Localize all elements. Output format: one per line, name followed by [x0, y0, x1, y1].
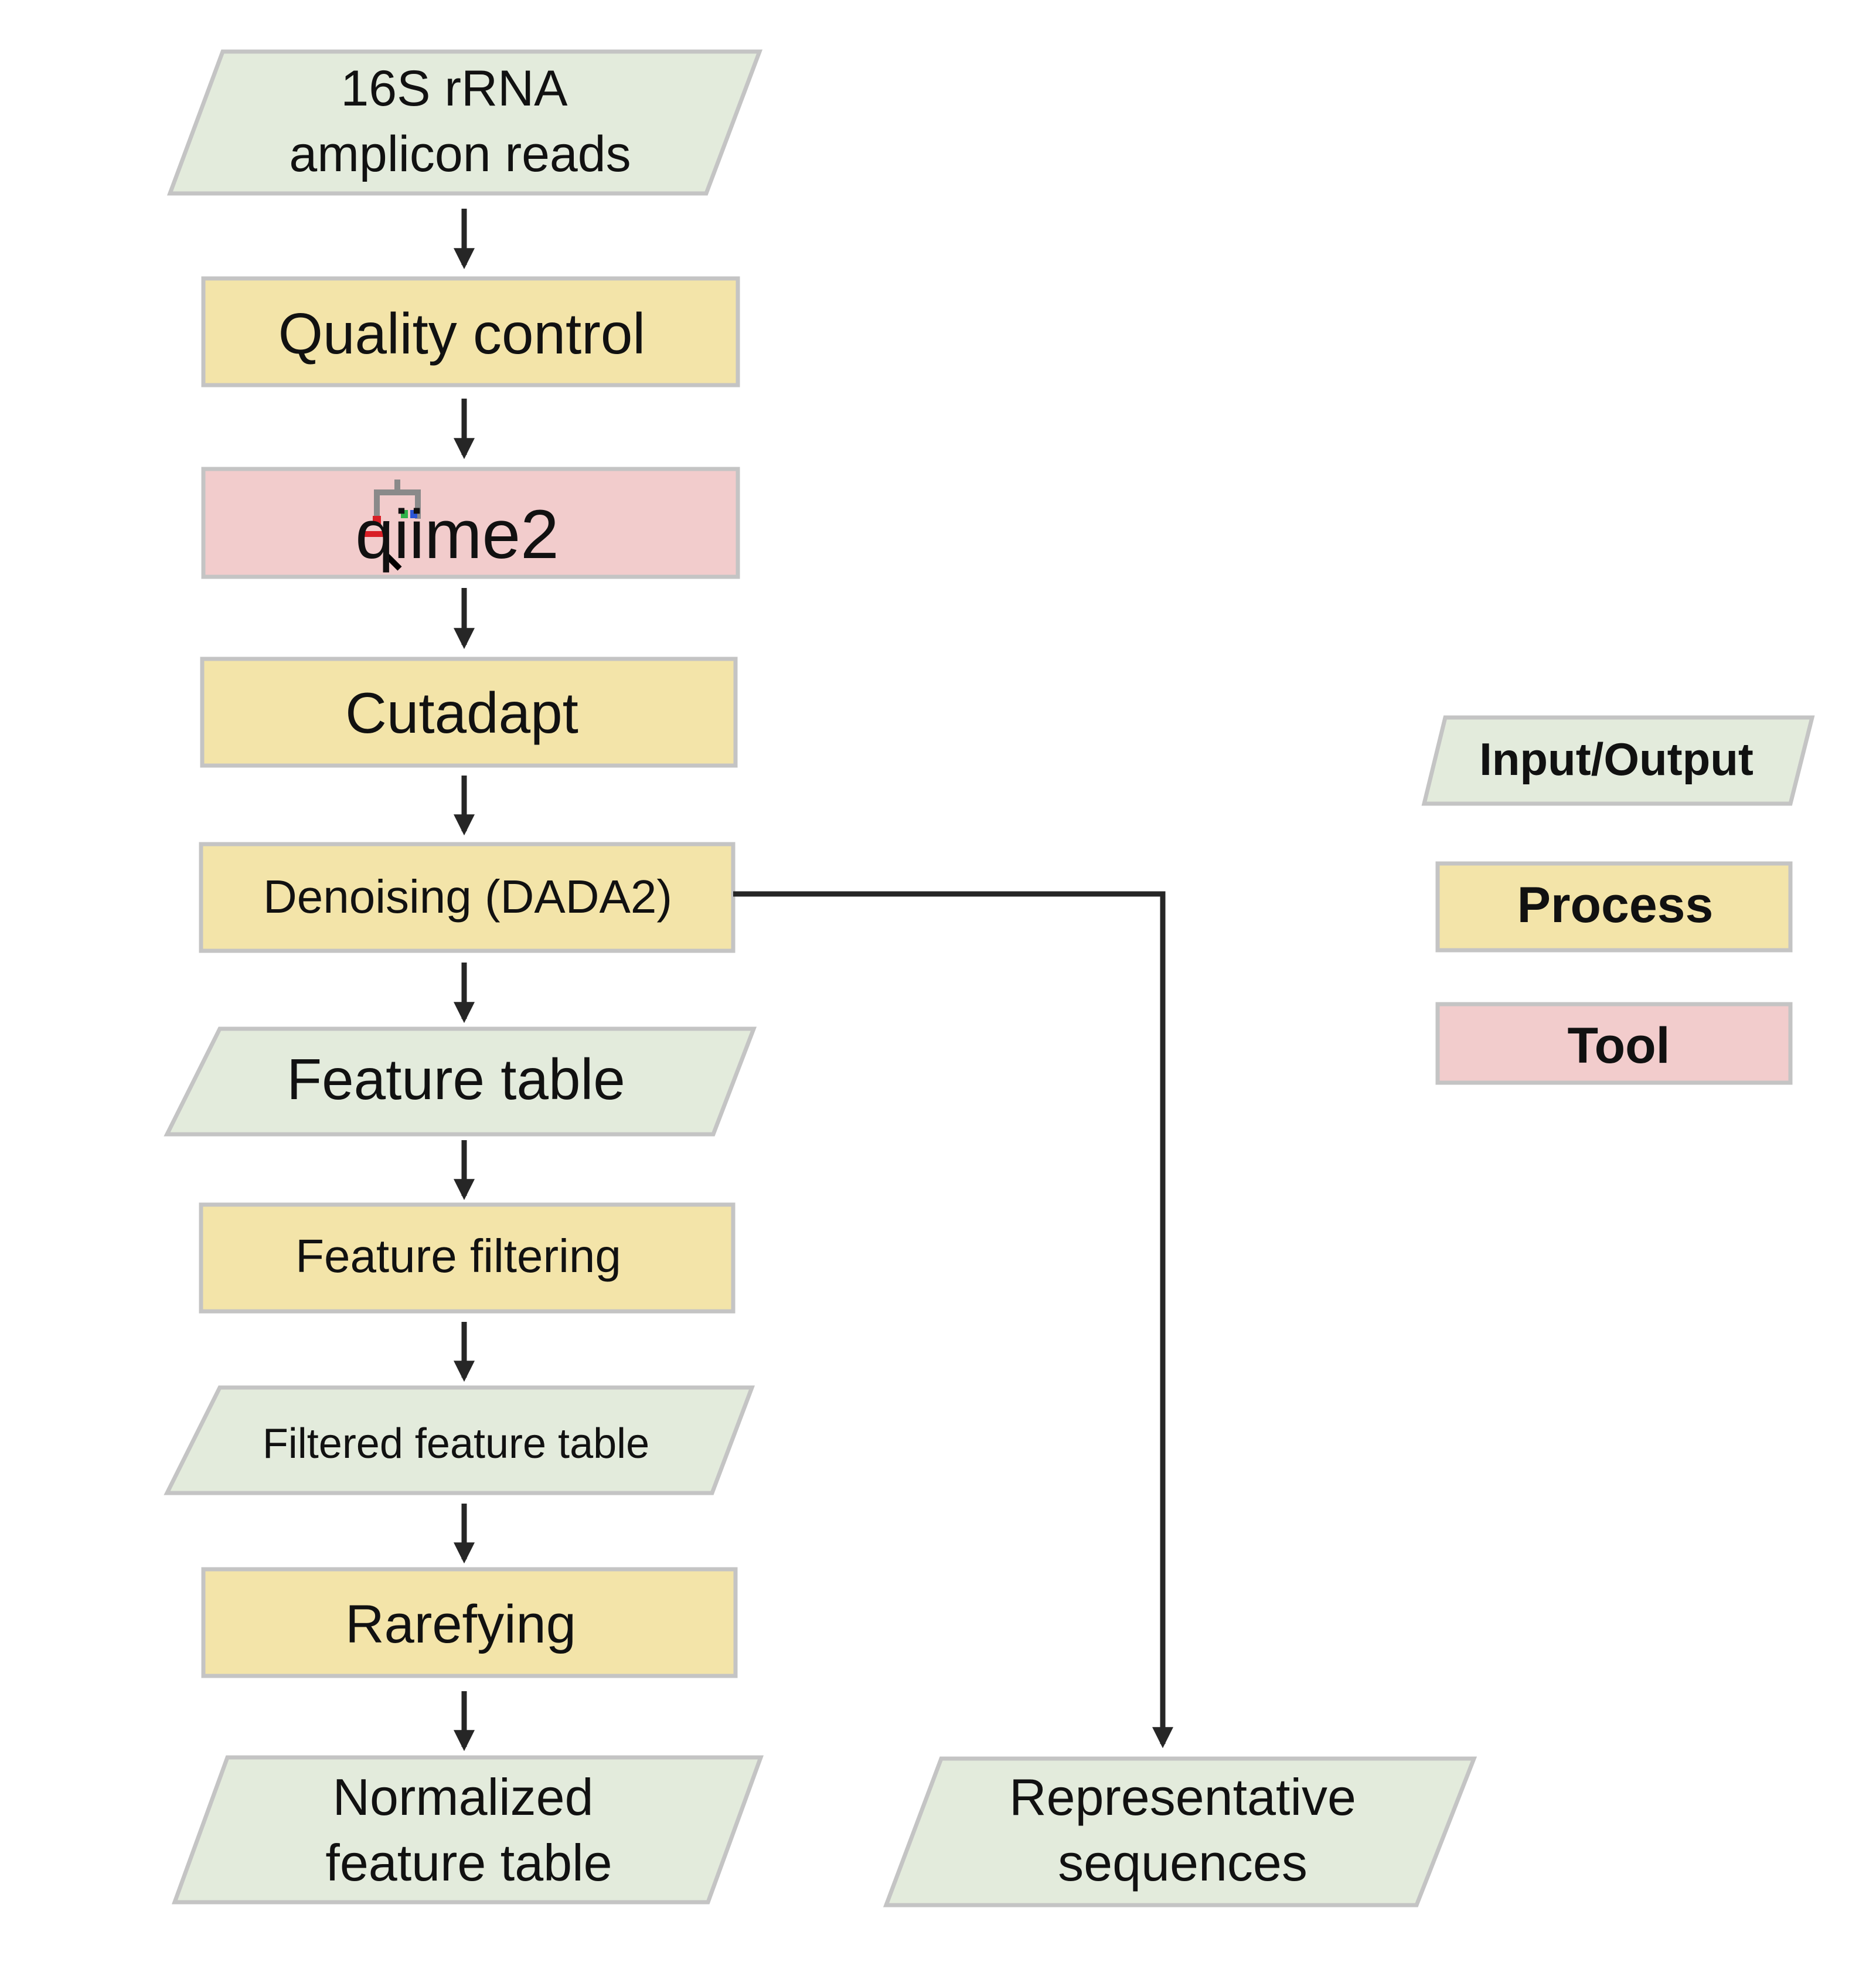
- legend-process: Process: [1435, 861, 1793, 953]
- qiime2-logo-icon: qiime2: [355, 480, 559, 573]
- arrow-denoising-to-representative: [733, 891, 1173, 1749]
- input-reads-label-line2: amplicon reads: [289, 126, 631, 182]
- qiime2-logo-text: qiime2: [355, 496, 559, 573]
- node-representative-sequences: Representative sequences: [883, 1756, 1477, 1907]
- legend: Input/Output Process Tool: [1421, 715, 1815, 1085]
- legend-io-label: Input/Output: [1479, 733, 1754, 785]
- filtered-feature-table-label: Filtered feature table: [263, 1420, 649, 1467]
- node-quality-control: Quality control: [201, 276, 740, 387]
- node-feature-filtering: Feature filtering: [199, 1202, 736, 1314]
- flow-arrows: [454, 209, 1173, 1752]
- cutadapt-label: Cutadapt: [345, 681, 578, 745]
- normalized-table-label-line2: feature table: [325, 1834, 612, 1892]
- legend-tool: Tool: [1435, 1002, 1793, 1085]
- node-cutadapt: Cutadapt: [200, 657, 738, 768]
- quality-control-label: Quality control: [278, 301, 645, 366]
- node-feature-table: Feature table: [164, 1026, 757, 1137]
- feature-table-label: Feature table: [287, 1047, 625, 1111]
- normalized-table-label-line1: Normalized: [332, 1768, 593, 1826]
- legend-process-label: Process: [1517, 877, 1714, 933]
- feature-filtering-label: Feature filtering: [295, 1230, 621, 1282]
- legend-tool-label: Tool: [1567, 1018, 1670, 1074]
- legend-input-output: Input/Output: [1421, 715, 1815, 806]
- rarefying-label: Rarefying: [345, 1594, 576, 1654]
- node-filtered-feature-table: Filtered feature table: [164, 1385, 755, 1495]
- node-qiime2-tool: qiime2: [201, 467, 740, 579]
- node-normalized-feature-table: Normalized feature table: [171, 1755, 764, 1905]
- representative-sequences-label-line2: sequences: [1058, 1834, 1308, 1892]
- input-reads-label-line1: 16S rRNA: [341, 60, 568, 117]
- node-input-reads: 16S rRNA amplicon reads: [166, 49, 763, 196]
- node-denoising: Denoising (DADA2): [199, 842, 736, 953]
- denoising-label: Denoising (DADA2): [263, 871, 672, 923]
- representative-sequences-label-line1: Representative: [1009, 1768, 1356, 1826]
- node-rarefying: Rarefying: [201, 1567, 738, 1678]
